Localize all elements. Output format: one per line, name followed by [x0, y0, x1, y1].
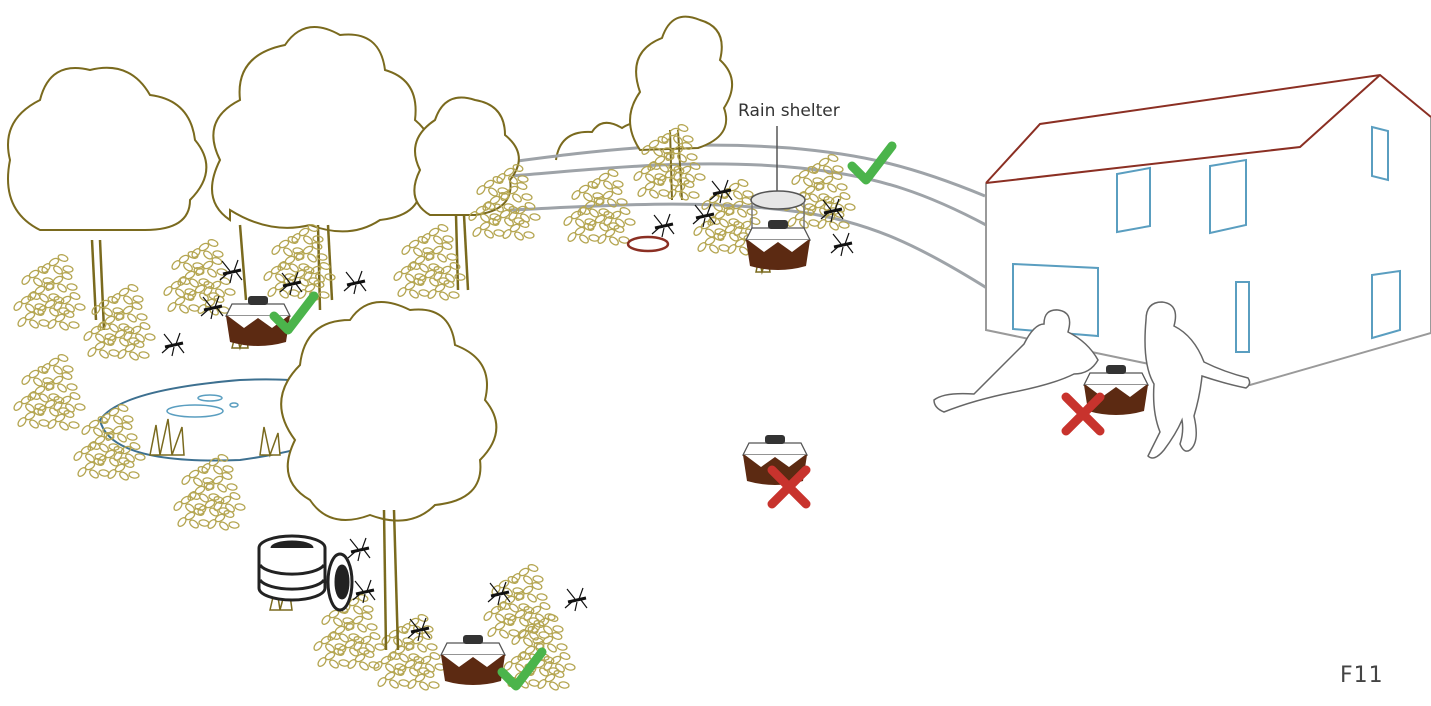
rain-shelter-label: Rain shelter: [738, 101, 840, 121]
fence-lines: [509, 143, 991, 292]
trap-foreground: [440, 634, 506, 686]
trap-under-shelter: [745, 219, 811, 271]
tree-cluster-left: [7, 26, 520, 331]
cross-mark-icon: [1066, 397, 1100, 431]
figure-id: F11: [1340, 663, 1384, 688]
tree-top-center: [629, 15, 733, 201]
tyre-stack: [257, 534, 354, 612]
house: [985, 73, 1431, 387]
tree-foreground: [280, 301, 498, 651]
small-tyre: [626, 235, 670, 253]
people: [933, 301, 1251, 459]
